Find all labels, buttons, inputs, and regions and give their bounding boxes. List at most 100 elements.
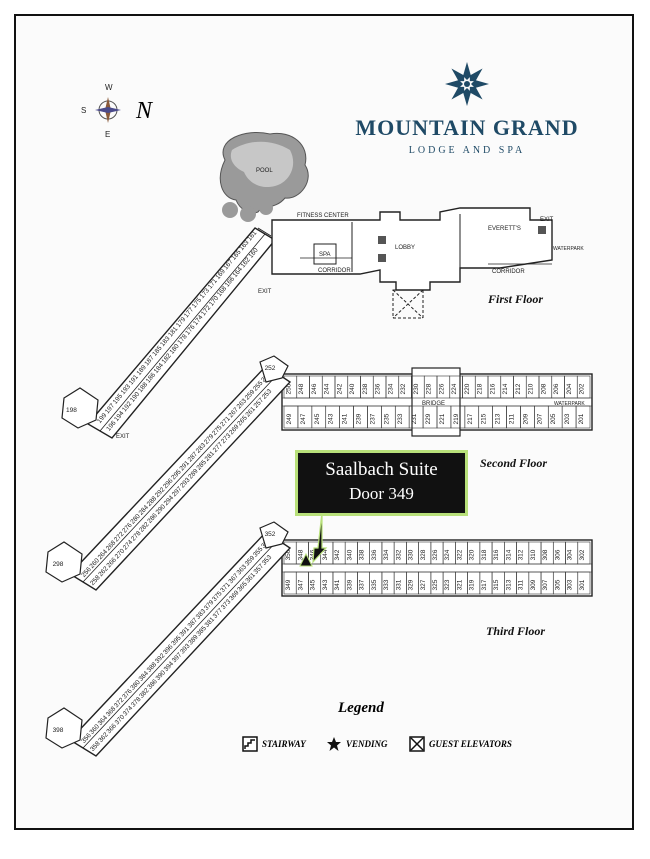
- room-344: 344: [322, 549, 329, 560]
- room-201: 201: [578, 413, 585, 424]
- room-240: 240: [349, 383, 356, 394]
- room-314: 314: [505, 549, 512, 560]
- room-329: 329: [408, 579, 415, 590]
- room-243: 243: [328, 413, 335, 424]
- room-213: 213: [495, 413, 502, 424]
- exit-bottom-label: EXIT: [258, 289, 272, 295]
- room-205: 205: [550, 413, 557, 424]
- first-floor-wing: [86, 227, 277, 439]
- room-242: 242: [336, 383, 343, 394]
- room-244: 244: [324, 383, 331, 394]
- third-floor-label: Third Floor: [486, 624, 546, 638]
- room-348: 348: [297, 549, 304, 560]
- room-318: 318: [481, 549, 488, 560]
- room-335: 335: [371, 579, 378, 590]
- room-203: 203: [564, 413, 571, 424]
- room-208: 208: [540, 383, 547, 394]
- room-325: 325: [432, 579, 439, 590]
- room-238: 238: [362, 383, 369, 394]
- legend-stairway: STAIRWAY: [242, 736, 306, 752]
- brand-subtitle: LODGE AND SPA: [408, 145, 526, 156]
- room-323: 323: [444, 579, 451, 590]
- room-229: 229: [425, 413, 432, 424]
- legend-vending: VENDING: [326, 736, 388, 752]
- room-216: 216: [489, 383, 496, 394]
- room-210: 210: [528, 383, 535, 394]
- waterpark-first-label: WATERPARK: [553, 246, 584, 252]
- exit-top-label: EXIT: [540, 217, 554, 223]
- room-303: 303: [567, 579, 574, 590]
- room-246: 246: [311, 383, 318, 394]
- legend-elevators: GUEST ELEVATORS: [409, 736, 512, 752]
- room-341: 341: [334, 579, 341, 590]
- lobby-label: LOBBY: [395, 245, 415, 251]
- room-398: 398: [53, 727, 64, 734]
- room-231: 231: [411, 413, 418, 424]
- room-349: 349: [285, 579, 292, 590]
- room-212: 212: [515, 383, 522, 394]
- room-328: 328: [420, 549, 427, 560]
- room-236: 236: [375, 383, 382, 394]
- room-317: 317: [481, 579, 488, 590]
- room-233: 233: [397, 413, 404, 424]
- corridor-left-label: CORRIDOR: [318, 268, 351, 274]
- spa-label: SPA: [319, 252, 331, 258]
- brand-block: MOUNTAIN GRAND LODGE AND SPA: [336, 60, 598, 156]
- callout-door: Door 349: [349, 484, 414, 503]
- callout-arrow: [312, 511, 328, 564]
- room-330: 330: [408, 549, 415, 560]
- room-235: 235: [383, 413, 390, 424]
- room-206: 206: [553, 383, 560, 394]
- room-202: 202: [579, 383, 586, 394]
- legend-vending-label: VENDING: [346, 739, 388, 749]
- room-209: 209: [522, 413, 529, 424]
- room-315: 315: [493, 579, 500, 590]
- room-326: 326: [432, 549, 439, 560]
- room-347: 347: [297, 579, 304, 590]
- room-352: 352: [265, 531, 276, 538]
- brand-name: MOUNTAIN GRAND: [355, 115, 579, 140]
- room-304: 304: [567, 549, 574, 560]
- exit-wing-label: EXIT: [116, 434, 130, 440]
- room-234: 234: [387, 383, 394, 394]
- room-320: 320: [469, 549, 476, 560]
- room-204: 204: [566, 383, 573, 394]
- room-321: 321: [456, 579, 463, 590]
- room-226: 226: [438, 383, 445, 394]
- room-343: 343: [322, 579, 329, 590]
- room-350: 350: [285, 549, 292, 560]
- room-239: 239: [356, 413, 363, 424]
- room-345: 345: [310, 579, 317, 590]
- star-icon: [327, 737, 341, 751]
- snowflake-star-icon: [445, 62, 489, 106]
- room-332: 332: [395, 549, 402, 560]
- room-228: 228: [426, 383, 433, 394]
- second-floor-label: Second Floor: [480, 456, 548, 470]
- compass-rose-icon: W S E N: [81, 83, 154, 139]
- room-327: 327: [420, 579, 427, 590]
- room-241: 241: [342, 413, 349, 424]
- room-312: 312: [518, 549, 525, 560]
- room-336: 336: [371, 549, 378, 560]
- room-220: 220: [464, 383, 471, 394]
- elevator-icon: [409, 736, 425, 752]
- first-floor-label: First Floor: [488, 292, 544, 306]
- room-298: 298: [53, 561, 64, 568]
- fitness-label: FITNESS CENTER: [297, 213, 349, 219]
- room-301: 301: [579, 579, 586, 590]
- room-211: 211: [509, 413, 516, 424]
- waterpark-second-label: WATERPARK: [554, 401, 585, 407]
- suite-callout: Saalbach Suite Door 349: [295, 450, 468, 516]
- room-319: 319: [469, 579, 476, 590]
- room-232: 232: [400, 383, 407, 394]
- room-334: 334: [383, 549, 390, 560]
- room-218: 218: [477, 383, 484, 394]
- room-221: 221: [439, 413, 446, 424]
- legend-title: Legend: [338, 700, 384, 716]
- room-248: 248: [298, 383, 305, 394]
- compass-n: N: [135, 98, 154, 124]
- room-316: 316: [493, 549, 500, 560]
- room-331: 331: [395, 579, 402, 590]
- bridge-label: BRIDGE: [422, 401, 445, 407]
